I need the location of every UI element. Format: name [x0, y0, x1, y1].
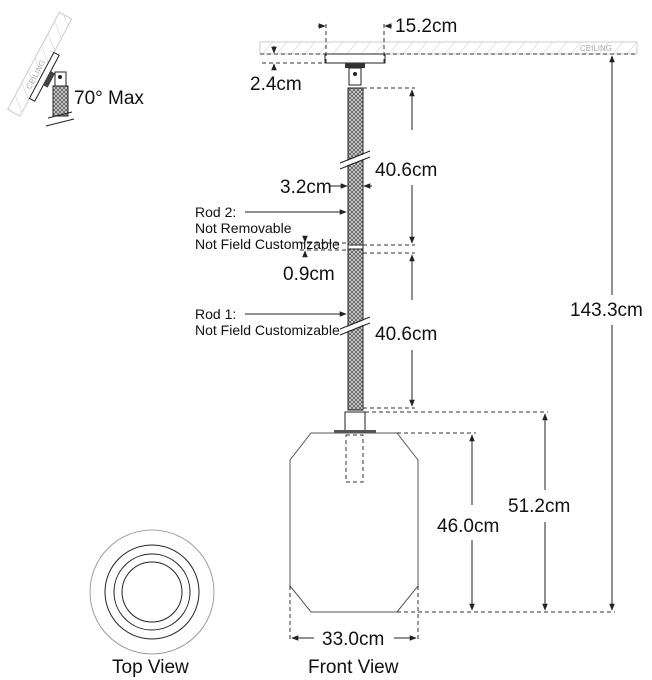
svg-text:Not Field Customizable: Not Field Customizable: [195, 322, 340, 338]
tilt-inset: CEILING 70° Max: [7, 11, 144, 127]
rod-diameter-label: 3.2cm: [280, 177, 332, 198]
rod1-length-label: 40.6cm: [375, 324, 437, 345]
tilt-label: 70° Max: [74, 88, 144, 109]
joint-label: 0.9cm: [283, 264, 335, 285]
svg-text:Not Field Customizable: Not Field Customizable: [195, 236, 340, 252]
ceiling: [259, 41, 638, 55]
svg-text:Rod 1:: Rod 1:: [195, 306, 236, 322]
canopy: [324, 53, 386, 64]
shade-height-label: 46.0cm: [437, 516, 499, 537]
rod1-note: Rod 1: Not Field Customizable: [195, 306, 347, 338]
canopy-height-label: 2.4cm: [250, 74, 302, 95]
canopy-width-label: 15.2cm: [395, 16, 457, 37]
overall-height-label: 143.3cm: [570, 300, 643, 321]
svg-text:Not Removable: Not Removable: [195, 220, 292, 236]
shade-width-label: 33.0cm: [322, 629, 384, 650]
rod2-note: Rod 2: Not Removable Not Field Customiza…: [195, 204, 347, 252]
front-view-caption: Front View: [308, 657, 399, 678]
svg-text:Rod 2:: Rod 2:: [195, 204, 236, 220]
top-view-caption: Top View: [112, 657, 189, 678]
top-view: [89, 529, 215, 655]
fixture-height-label: 51.2cm: [508, 496, 570, 517]
rod2-length-label: 40.6cm: [375, 160, 437, 181]
ceiling-label: CEILING: [580, 44, 612, 53]
glass-shade: [289, 432, 419, 613]
rod-2: [347, 87, 364, 246]
